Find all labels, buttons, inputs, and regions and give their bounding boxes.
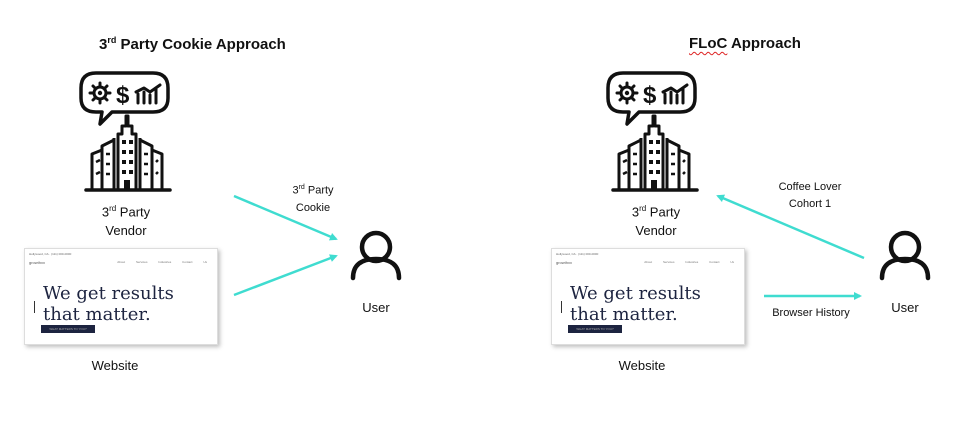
website-cta-button: WHAT MATTERS TO YOU? — [41, 325, 95, 333]
website-logo: growthxx — [29, 260, 46, 265]
browser-history-label: Browser History — [772, 307, 850, 319]
left-website-label: Website — [91, 358, 139, 373]
right-title: FLoC Approach — [689, 35, 801, 52]
cohort-label: Coffee Lover Cohort 1 — [778, 181, 842, 210]
website-to-user-arrow — [233, 254, 338, 297]
left-user-label: User — [362, 300, 390, 315]
right-website-label: Website — [618, 358, 666, 373]
website-logo: growthxx — [556, 260, 573, 265]
website-topbar: Hollywood, CA · (111) 000-0000 — [556, 252, 599, 256]
user-icon — [879, 230, 931, 282]
website-cta-button: WHAT MATTERS TO YOU? — [568, 325, 622, 333]
right-vendor-label: 3rd Party Vendor — [631, 204, 681, 239]
website-preview: Hollywood, CA · (111) 000-0000 growthxx … — [24, 248, 218, 345]
website-nav: About Services Industries Contact Us — [117, 260, 207, 264]
vendor-to-user-arrow — [233, 194, 338, 241]
right-user-label: User — [891, 300, 919, 315]
website-nav: About Services Industries Contact Us — [644, 260, 734, 264]
left-vendor-label: 3rd Party Vendor — [101, 204, 151, 239]
left-title: 3rd Party Cookie Approach — [99, 35, 286, 53]
website-preview: Hollywood, CA · (111) 000-0000 growthxx … — [551, 248, 745, 345]
website-divider — [561, 301, 562, 313]
user-to-vendor-arrow — [716, 194, 865, 260]
website-divider — [34, 301, 35, 313]
website-topbar: Hollywood, CA · (111) 000-0000 — [29, 252, 72, 256]
cookie-label: 3rd Party Cookie — [292, 184, 334, 214]
website-hero-text: We get results that matter. — [570, 283, 701, 325]
website-hero-text: We get results that matter. — [43, 283, 174, 325]
